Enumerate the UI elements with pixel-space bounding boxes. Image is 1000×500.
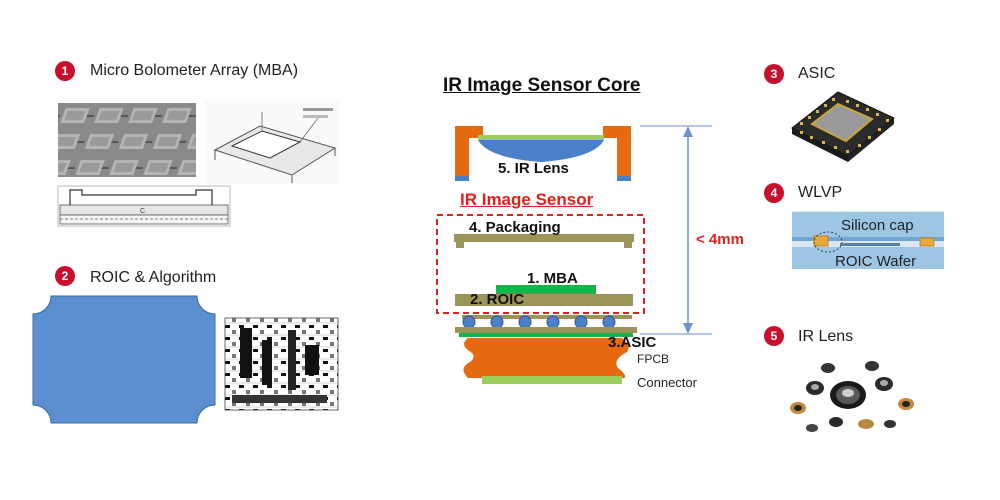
- ir-lens-number-badge: 5: [764, 326, 784, 346]
- ir-lens-label: IR Lens: [798, 328, 854, 345]
- core-title: IR Image Sensor Core: [443, 75, 641, 96]
- height-dimension-label: < 4mm: [696, 231, 744, 248]
- roic-layer-label: 2. ROIC: [470, 291, 525, 308]
- mba-label: Micro Bolometer Array (MBA): [90, 62, 299, 79]
- fpcb-label: FPCB: [637, 352, 670, 366]
- lens-label: 5. IR Lens: [498, 160, 569, 177]
- connector-label: Connector: [637, 375, 697, 390]
- mba-layer-label: 1. MBA: [527, 270, 578, 287]
- asic-label: ASIC: [798, 65, 836, 82]
- roic-wafer-label: ROIC Wafer: [835, 253, 917, 270]
- roic-label: ROIC & Algorithm: [90, 269, 217, 286]
- silicon-cap-label: Silicon cap: [841, 217, 914, 234]
- packaging-label: 4. Packaging: [469, 219, 561, 236]
- roic-number-badge: 2: [55, 266, 75, 286]
- svg-text:C: C: [140, 208, 145, 215]
- mba-number-badge: 1: [55, 61, 75, 81]
- asic-layer-label: 3.ASIC: [608, 334, 657, 351]
- sensor-title: IR Image Sensor: [460, 190, 594, 209]
- asic-number-badge: 3: [764, 64, 784, 84]
- wlvp-label: WLVP: [798, 184, 843, 201]
- wlvp-number-badge: 4: [764, 183, 784, 203]
